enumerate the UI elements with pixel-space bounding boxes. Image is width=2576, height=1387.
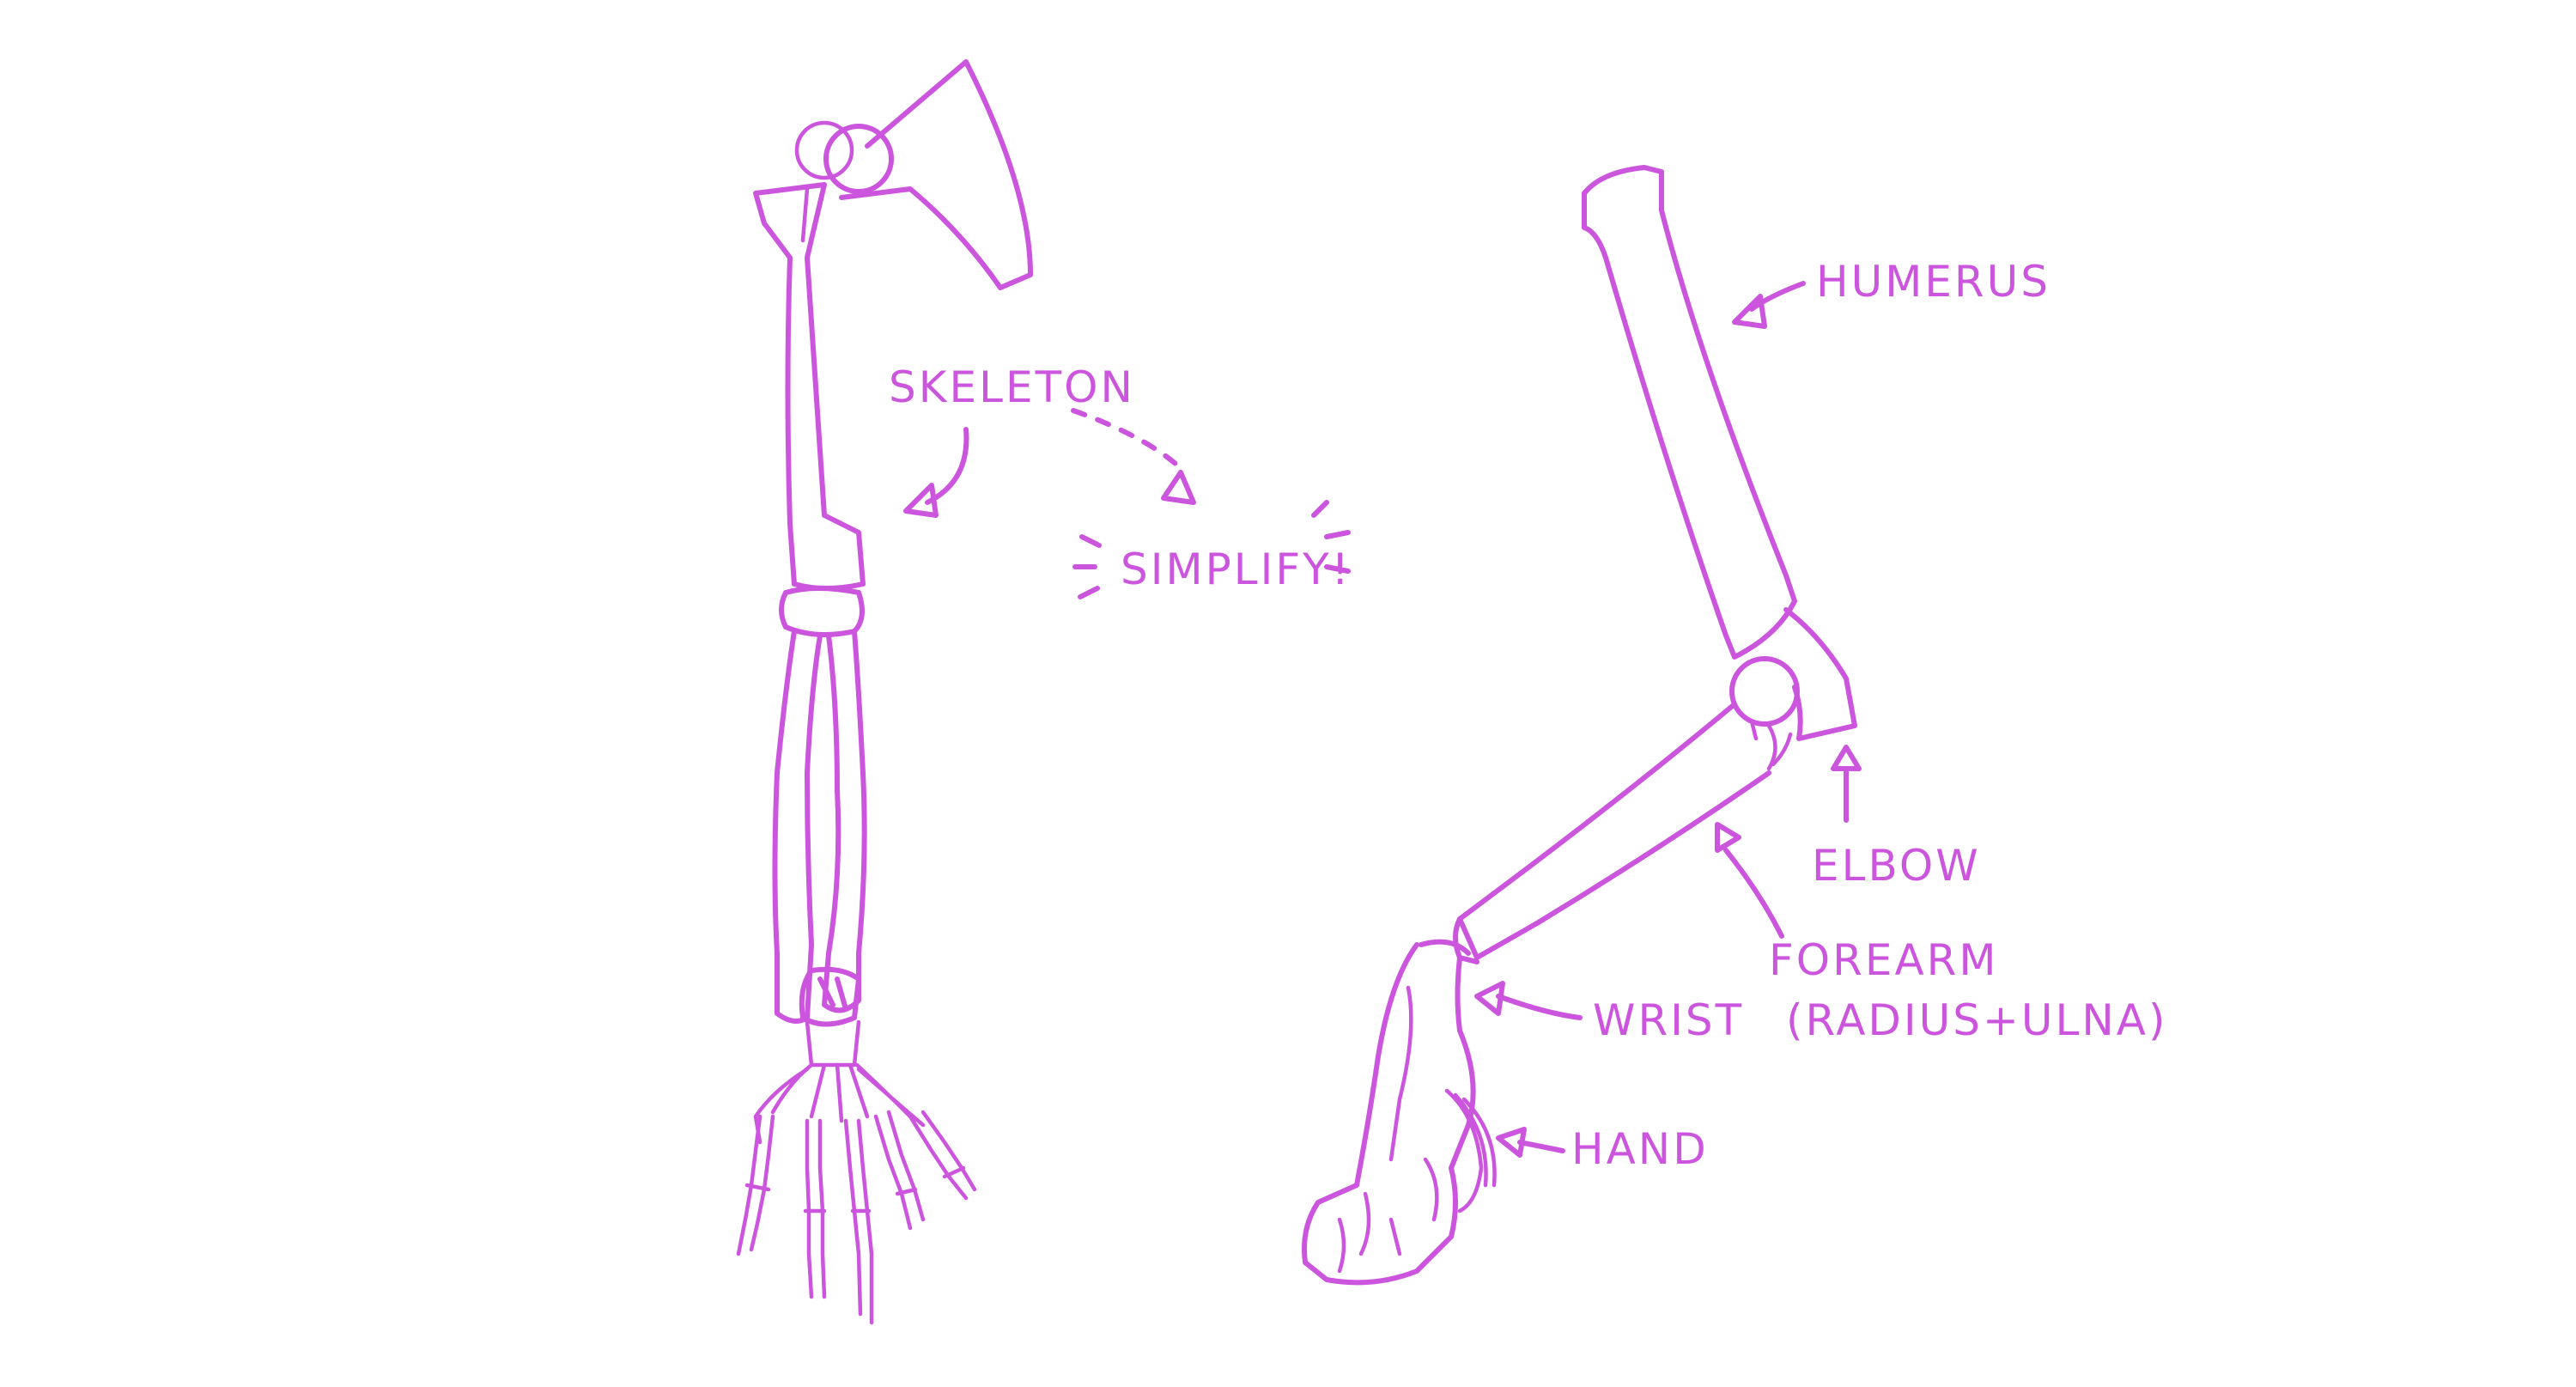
- finger-2: [805, 1118, 827, 1299]
- elbow-annotation: ELBOW: [1812, 745, 1981, 891]
- wrist-base: [805, 1019, 861, 1068]
- hand-right-details: [1337, 985, 1439, 1274]
- label-elbow: ELBOW: [1812, 841, 1981, 891]
- humeral-head: [823, 124, 894, 194]
- metacarpals: [770, 1062, 913, 1123]
- forearm-arrow-head: [1715, 822, 1741, 853]
- simplify-annotation: SIMPLIFY!: [1071, 408, 1352, 599]
- dashed-arrow-head: [1161, 470, 1196, 505]
- elbow-lines: [1766, 723, 1793, 771]
- humerus-bone-right: [1582, 165, 1797, 660]
- forearm-arrow-line: [1723, 848, 1784, 939]
- humerus-arrow-head: [1732, 294, 1767, 329]
- emphasis-marks-right: [1311, 500, 1351, 574]
- forearm-annotation: FOREARM (RADIUS+ULNA): [1715, 822, 2167, 1045]
- label-wrist: WRIST: [1593, 995, 1744, 1045]
- dashed-arrow: [1071, 408, 1188, 475]
- skeleton-arrow-head: [903, 483, 939, 518]
- ulna-bone: [772, 629, 823, 1024]
- humerus-inner-line: [800, 186, 810, 243]
- humeral-head-inner: [794, 120, 854, 180]
- straight-arm-skeleton: [736, 59, 1033, 1325]
- hand-arrow-line: [1517, 1140, 1565, 1153]
- wrist-annotation: WRIST: [1474, 981, 1744, 1045]
- finger-4: [873, 1110, 926, 1231]
- finger-joints: [744, 1165, 966, 1214]
- hand-outline-left: [753, 1067, 926, 1145]
- fingers-curled: [1444, 1088, 1497, 1214]
- humerus-arrow-line: [1749, 281, 1806, 312]
- elbow-condyle: [1729, 656, 1800, 727]
- hand-arrow-head: [1496, 1127, 1527, 1158]
- radius-bone: [822, 629, 867, 1013]
- label-forearm: FOREARM: [1769, 935, 1999, 985]
- hand-annotation: HAND: [1496, 1124, 1709, 1174]
- forearm-bones-right: [1457, 702, 1771, 960]
- elbow-joint-left: [779, 586, 865, 637]
- finger-5: [908, 1110, 977, 1201]
- label-forearm-detail: (RADIUS+ULNA): [1786, 995, 2167, 1045]
- humerus-bone-left: [753, 182, 866, 591]
- wrist-carpals-left: [799, 966, 861, 1027]
- label-hand: HAND: [1571, 1124, 1709, 1174]
- label-simplify: SIMPLIFY!: [1121, 544, 1352, 594]
- hand-right: [1302, 942, 1476, 1286]
- wrist-arrow-line: [1496, 994, 1583, 1020]
- bent-arm-skeleton: [1302, 165, 1857, 1286]
- wrist-arrow-head: [1474, 981, 1505, 1016]
- scapula-shape: [839, 59, 1033, 290]
- label-humerus: HUMERUS: [1816, 257, 2050, 307]
- forearm-inner: [1749, 719, 1759, 741]
- skeleton-annotation: SKELETON: [889, 362, 1135, 518]
- label-skeleton: SKELETON: [889, 362, 1135, 412]
- emphasis-marks-left: [1072, 534, 1102, 599]
- humerus-annotation: HUMERUS: [1732, 257, 2050, 329]
- elbow-arrow-head: [1831, 745, 1862, 771]
- finger-3: [843, 1118, 874, 1325]
- olecranon: [1783, 607, 1857, 741]
